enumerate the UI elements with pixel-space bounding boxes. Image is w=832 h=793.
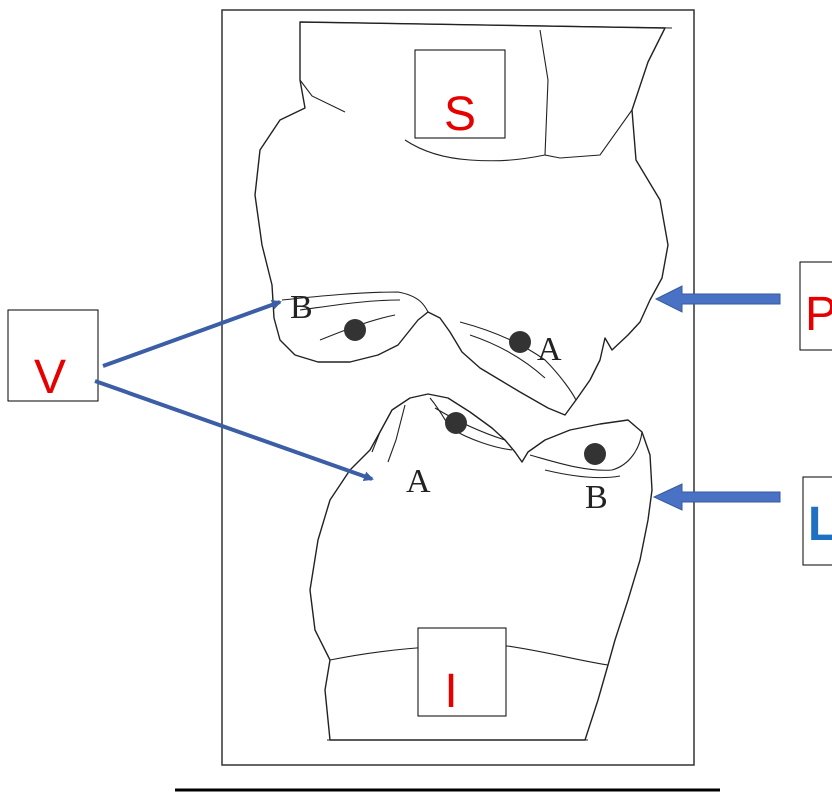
superior-label: S — [444, 88, 476, 141]
lateral-label: L — [808, 498, 832, 551]
lateral-arrow — [654, 484, 780, 510]
posterior-label: P — [805, 288, 832, 341]
lower-right-facet-label: B — [585, 479, 608, 516]
upper-left-facet-dot — [344, 319, 366, 341]
upper-left-facet-label: B — [290, 289, 313, 326]
upper-right-facet-dot — [509, 331, 531, 353]
upper-right-facet-label: A — [537, 331, 562, 368]
posterior-arrow — [656, 286, 780, 312]
vertebra-label: V — [34, 351, 66, 404]
inferior-label-box — [418, 628, 506, 716]
inferior-label: I — [444, 665, 457, 718]
lower-left-facet-label: A — [406, 463, 431, 500]
lower-left-facet-dot — [445, 412, 467, 434]
lower-right-facet-dot — [584, 443, 606, 465]
